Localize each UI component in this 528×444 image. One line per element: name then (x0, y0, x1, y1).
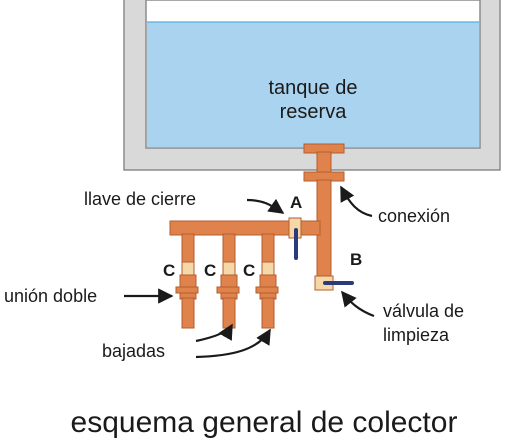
shutoff-valve (288, 217, 302, 260)
marker-c-1: C (163, 261, 175, 280)
marker-c-2: C (204, 261, 216, 280)
shutoff-valve-label: llave de cierre (84, 189, 196, 209)
double-union-label: unión doble (4, 286, 97, 306)
drop-pipe-2 (216, 233, 240, 329)
arrow-drop-2 (195, 328, 271, 359)
diagram-caption: esquema general de colector (71, 406, 458, 439)
water (147, 22, 479, 147)
drop-pipe-1 (175, 233, 199, 329)
marker-b: B (350, 250, 362, 269)
tank-outlet-pipe (303, 143, 345, 279)
cleaning-valve (314, 275, 354, 291)
marker-c-3: C (243, 261, 255, 280)
tank-label-line1: tanque de (269, 77, 358, 99)
arrow-cleaning (341, 290, 375, 318)
cleaning-valve-label-line2: limpieza (383, 325, 450, 345)
arrow-connection (340, 185, 373, 218)
marker-a: A (290, 193, 302, 212)
arrow-shutoff (246, 198, 285, 214)
arrow-drop-1 (195, 323, 233, 343)
drops-label: bajadas (102, 341, 165, 361)
tank-label-line2: reserva (280, 101, 348, 123)
reserve-tank (123, 0, 501, 171)
manifold-pipe (169, 220, 321, 236)
cleaning-valve-label-line1: válvula de (383, 301, 464, 321)
connection-label: conexión (378, 206, 450, 226)
drop-pipe-3 (255, 233, 279, 329)
